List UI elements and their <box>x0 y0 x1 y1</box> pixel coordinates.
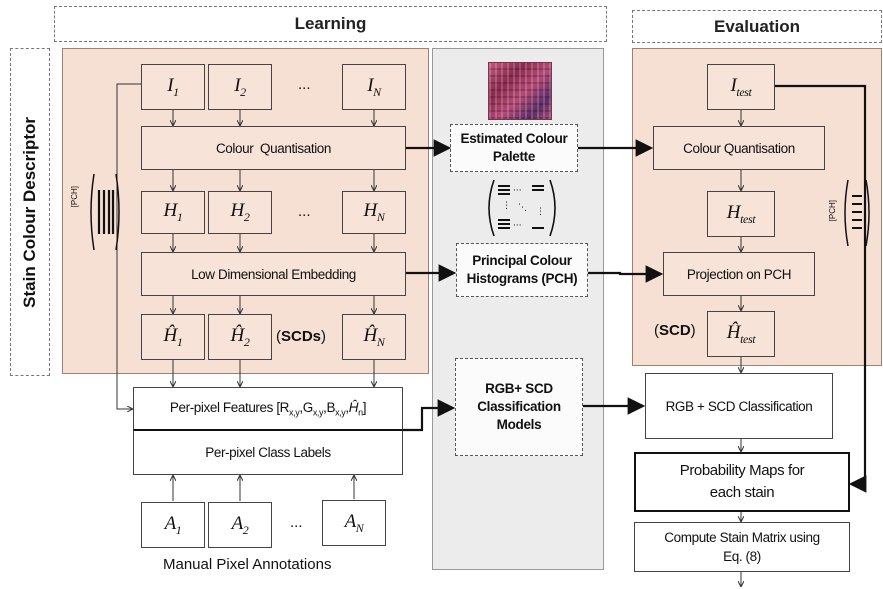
test-scd-box: Ĥtest <box>707 311 775 357</box>
evaluation-header: Evaluation <box>632 10 882 43</box>
svg-text:⋮: ⋮ <box>536 207 545 217</box>
matrix-glyph-left <box>90 173 120 251</box>
learning-header-label: Learning <box>294 14 367 33</box>
manual-pixel-annotations-label: Manual Pixel Annotations <box>163 556 332 573</box>
evaluation-header-label: Evaluation <box>714 16 800 36</box>
stain-colour-descriptor-panel: Stain Colour Descriptor <box>10 48 50 376</box>
estimated-colour-palette-label: Estimated Colour Palette <box>460 131 568 164</box>
histograms-ellipsis: ... <box>298 203 311 220</box>
image-box-1: I1 <box>141 64 205 110</box>
image-box-n: IN <box>342 64 406 110</box>
annotation-box-n: AN <box>322 500 386 546</box>
projection-on-pch-label: Projection on PCH <box>686 266 792 282</box>
low-dimensional-embedding-label: Low Dimensional Embedding <box>191 266 356 282</box>
scd-box-1: Ĥ1 <box>141 314 205 360</box>
principal-colour-histograms-box: Principal Colour Histograms (PCH) <box>456 243 588 297</box>
per-pixel-features-box: Per-pixel Features [Rx,y,Gx,y,Bx,y,Ĥn] <box>133 387 403 431</box>
scds-label-wrap: (SCDs) <box>276 328 327 345</box>
test-image-label: Itest <box>730 74 752 99</box>
learning-header: Learning <box>54 6 607 42</box>
probability-maps-label: Probability Maps for each stain <box>679 462 805 501</box>
per-pixel-class-labels-label: Per-pixel Class Labels <box>205 445 331 460</box>
eval-colour-quantisation-box: Colour Quantisation <box>653 126 825 170</box>
scd-eval-label: SCD <box>659 322 691 339</box>
svg-text:⋮: ⋮ <box>502 201 511 211</box>
images-ellipsis: ... <box>298 76 311 93</box>
histogram-box-2: H2 <box>208 191 272 234</box>
test-image-box: Itest <box>707 64 775 110</box>
svg-text:···: ··· <box>513 221 522 231</box>
classification-models-label: RGB+ SCD Classification Models <box>477 381 561 432</box>
histogram-box-1: H1 <box>141 191 205 234</box>
image-box-2: I2 <box>208 64 272 110</box>
test-histogram-label: Htest <box>726 201 756 226</box>
probability-maps-box: Probability Maps for each stain <box>634 452 850 512</box>
svg-text:⋱: ⋱ <box>518 203 527 213</box>
estimated-colour-palette-box: Estimated Colour Palette <box>450 124 578 172</box>
compute-stain-matrix-box: Compute Stain Matrix using Eq. (8) <box>634 522 850 572</box>
principal-colour-histograms-label: Principal Colour Histograms (PCH) <box>466 253 578 286</box>
compute-stain-matrix-label: Compute Stain Matrix using Eq. (8) <box>664 530 820 564</box>
colour-quantisation-label: Colour Quantisation <box>215 140 332 156</box>
colour-palette-image <box>488 62 552 120</box>
colour-quantisation-box: Colour Quantisation <box>141 126 406 170</box>
scds-label: SCDs <box>281 328 322 345</box>
projection-on-pch-box: Projection on PCH <box>663 252 815 296</box>
annotation-box-1: A1 <box>141 502 205 548</box>
svg-text:···: ··· <box>513 186 522 196</box>
test-histogram-box: Htest <box>707 191 775 237</box>
eval-colour-quantisation-label: Colour Quantisation <box>683 140 795 156</box>
eval-classification-box: RGB + SCD Classification <box>645 373 833 439</box>
scd-eval-label-wrap: (SCD) <box>654 322 696 339</box>
low-dimensional-embedding-box: Low Dimensional Embedding <box>141 252 406 296</box>
test-scd-label: Ĥtest <box>726 321 756 346</box>
annotation-box-2: A2 <box>208 502 272 548</box>
scd-box-2: Ĥ2 <box>208 314 272 360</box>
histogram-box-n: HN <box>342 191 406 234</box>
annotations-ellipsis: ... <box>290 514 303 531</box>
scd-box-n: ĤN <box>342 314 406 360</box>
classification-models-box: RGB+ SCD Classification Models <box>455 358 583 456</box>
per-pixel-class-labels-box: Per-pixel Class Labels <box>133 431 403 475</box>
per-pixel-features-label: Per-pixel Features [Rx,y,Gx,y,Bx,y,Ĥn] <box>169 399 367 418</box>
eval-classification-label: RGB + SCD Classification <box>665 398 813 414</box>
